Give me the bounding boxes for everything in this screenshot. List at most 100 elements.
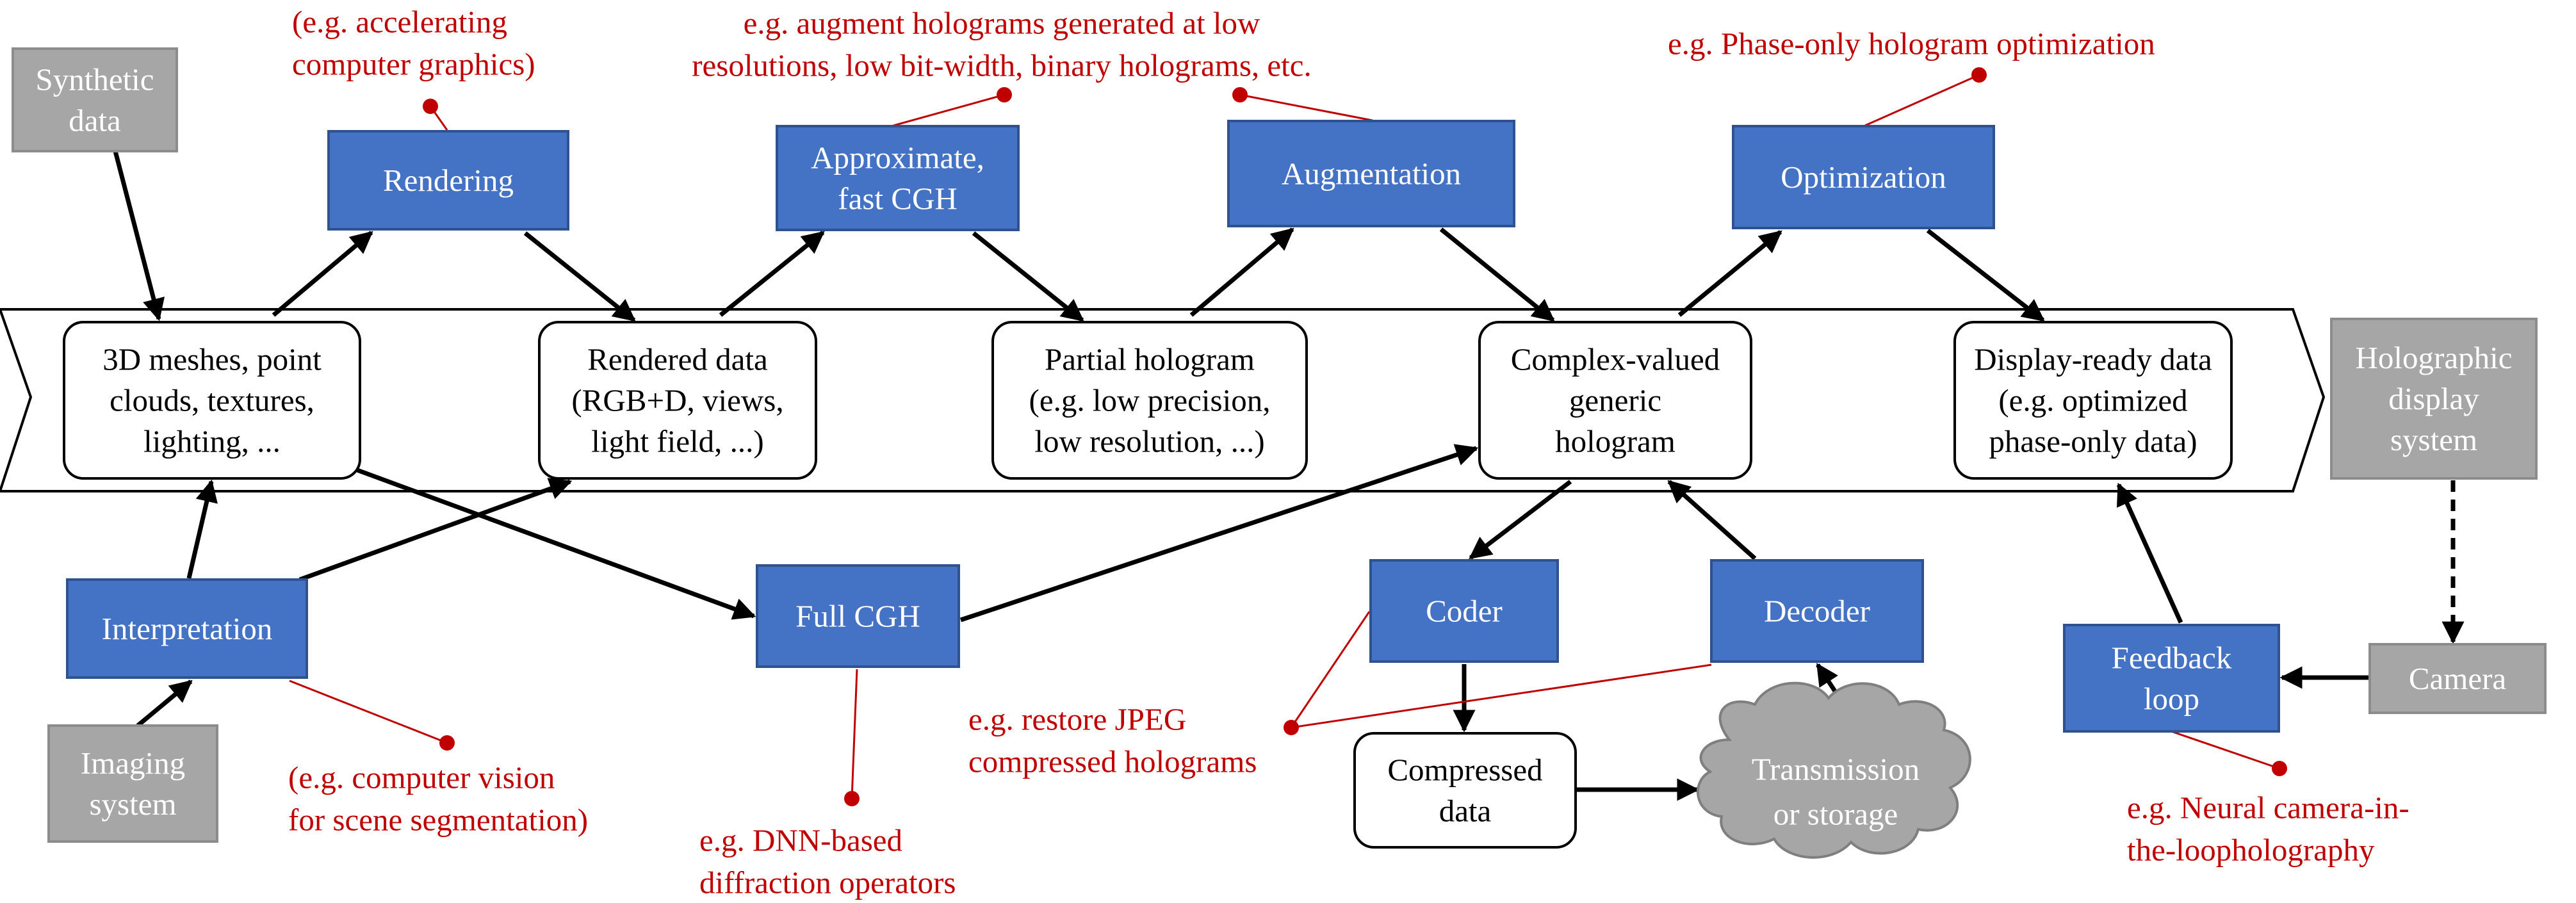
jpeg-annotation-line-2: compressed holograms [968, 744, 1257, 779]
jpeg-annotation-line-1: e.g. restore JPEG [968, 702, 1186, 737]
coder-module: Coder [1369, 559, 1559, 663]
rendered-data-node: Rendered data(RGB+D, views,light field, … [538, 321, 817, 480]
decoder-module-label-line-1: Decoder [1764, 594, 1870, 629]
coder-module-box [1369, 559, 1559, 663]
display-ready-node-label-line-2: (e.g. optimized [1998, 383, 2187, 418]
interpretation-annotation-line-1: (e.g. computer vision [288, 760, 555, 795]
display-ready-node-label-line-1: Display-ready data [1974, 342, 2212, 377]
jpeg-annotation: e.g. restore JPEG compressed holograms [968, 702, 1257, 779]
compressed-data-node-label-line-2: data [1439, 793, 1492, 829]
compressed-data-node-label-line-1: Compressed [1387, 752, 1542, 788]
synthetic-to-meshes-arrow [113, 150, 165, 321]
interpretation-module-label-line-1: Interpretation [102, 611, 273, 646]
optimization-module-label-line-1: Optimization [1781, 159, 1946, 195]
jpeg-decoder-leader-line [1291, 663, 1712, 729]
complex-hologram-node-box [1478, 321, 1752, 480]
partial-hologram-node-box [991, 321, 1308, 480]
jpeg-dot [1284, 720, 1299, 735]
feedback-loop-module-label-line-1: Feedback [2112, 640, 2232, 676]
rendered-data-node-box [538, 321, 817, 480]
augment-dot-left [997, 87, 1012, 102]
approximate-cgh-module-label-line-2: fast CGH [838, 181, 957, 216]
partial-hologram-node-label-line-2: (e.g. low precision, [1029, 383, 1271, 418]
optimization-to-display-arrow [1926, 229, 2045, 322]
display-ready-node-box [1953, 321, 2233, 480]
augmentation-module-box [1227, 120, 1515, 227]
interpretation-leader-line [289, 679, 448, 744]
feedback-to-display-arrow [2116, 482, 2183, 624]
fullcgh-annotation-line-2: diffraction operators [699, 865, 956, 900]
approximate-cgh-module-label-line-1: Approximate, [811, 140, 984, 175]
complex-hologram-node-label-line-2: generic [1569, 383, 1661, 418]
imaging-to-interpretation-arrow [136, 679, 193, 728]
optimization-annotation-line-1: e.g. Phase-only hologram optimization [1668, 26, 2155, 61]
meshes-to-rendering-arrow [272, 231, 373, 317]
partial-hologram-node-label-line-1: Partial hologram [1045, 342, 1255, 377]
imaging-system-block-label-line-1: Imaging [81, 745, 185, 781]
synthetic-data-block-box [12, 47, 178, 152]
rendering-module-box [327, 130, 569, 231]
jpeg-coder-leader-line [1290, 611, 1371, 728]
augment-annotation-line-1: e.g. augment holograms generated at low [744, 6, 1260, 41]
rendering-annotation-line-1: (e.g. accelerating [292, 4, 507, 40]
arrow-layer [113, 150, 2465, 801]
camera-loop-annotation: e.g. Neural camera-in-the-loopholography [2127, 790, 2409, 868]
rendering-module: Rendering [327, 130, 569, 231]
imaging-system-block-label-line-2: system [89, 786, 176, 822]
rendered-data-node-label-line-2: (RGB+D, views, [571, 383, 783, 418]
transmission-label-line-1: Transmission [1752, 752, 1920, 787]
feedback-loop-module-box [2063, 624, 2280, 733]
rendering-annotation-line-2: computer graphics) [292, 47, 535, 82]
camera-block-label-line-1: Camera [2409, 661, 2507, 696]
full-cgh-module: Full CGH [756, 564, 960, 668]
full-cgh-module-box [756, 564, 960, 668]
display-ready-node-label-line-3: phase-only data) [1989, 424, 2197, 459]
imaging-system-block: Imaging system [47, 724, 218, 843]
augment-dot-right [1232, 87, 1248, 102]
camera-block-box [2368, 643, 2547, 714]
augment-leader-line [1239, 94, 1373, 122]
decoder-to-complex-arrow [1667, 480, 1757, 560]
holographic-display-block-box [2330, 318, 2538, 480]
meshes-node-label-line-1: 3D meshes, point [102, 342, 322, 377]
optimization-annotation: e.g. Phase-only hologram optimization [1668, 26, 2155, 61]
augmentation-to-complex-arrow [1439, 227, 1555, 322]
camera-block: Camera [2368, 643, 2547, 714]
interpretation-module: Interpretation [66, 578, 308, 679]
optimization-leader-line [1864, 74, 1980, 127]
interpretation-to-meshes-arrow [186, 479, 218, 579]
rendering-module-label-line-1: Rendering [383, 163, 514, 198]
holographic-display-block-label-line-1: Holographic [2356, 340, 2513, 375]
annotation-leader-layer [289, 67, 2287, 806]
camera-loop-annotation-line-2: the-loopholography [2127, 833, 2375, 868]
camera-loop-annotation-line-1: e.g. Neural camera-in- [2127, 790, 2409, 826]
complex-to-coder-arrow [1469, 480, 1572, 560]
fullcgh-dot [844, 791, 860, 806]
compressed-data-node: Compressed data [1353, 732, 1577, 849]
partial-to-augmentation-arrow [1189, 227, 1294, 317]
rendering-dot [423, 99, 438, 114]
imaging-system-block-box [47, 724, 218, 843]
display-ready-node: Display-ready data (e.g. optimized phase-o… [1953, 321, 2233, 480]
interpretation-to-rendered-arrow [298, 478, 573, 582]
fullcgh-annotation-line-1: e.g. DNN-based [699, 823, 902, 858]
augmentation-module: Augmentation [1227, 120, 1515, 227]
holographic-display-block-label-line-2: display [2388, 381, 2479, 416]
optimization-module: Optimization [1732, 125, 1995, 229]
rendering-to-rendered-arrow [523, 231, 636, 322]
cloud-shape [1696, 681, 1971, 859]
fullcgh-annotation: e.g. DNN-based diffraction operators [699, 823, 956, 900]
interpretation-module-box [66, 578, 308, 679]
transmission-label-line-2: or storage [1773, 797, 1898, 832]
partial-hologram-node: Partial hologram(e.g. low precision,low … [991, 321, 1308, 480]
interpretation-dot [439, 735, 455, 751]
decoder-module-box [1710, 559, 1924, 663]
approximate-cgh-module-box [776, 125, 1020, 231]
decoder-module: Decoder [1710, 559, 1924, 663]
fullcgh-leader-line [851, 669, 858, 799]
rendering-annotation: (e.g. accelerating computer graphics) [292, 4, 535, 82]
holographic-display-block-label-line-3: system [2390, 422, 2477, 457]
